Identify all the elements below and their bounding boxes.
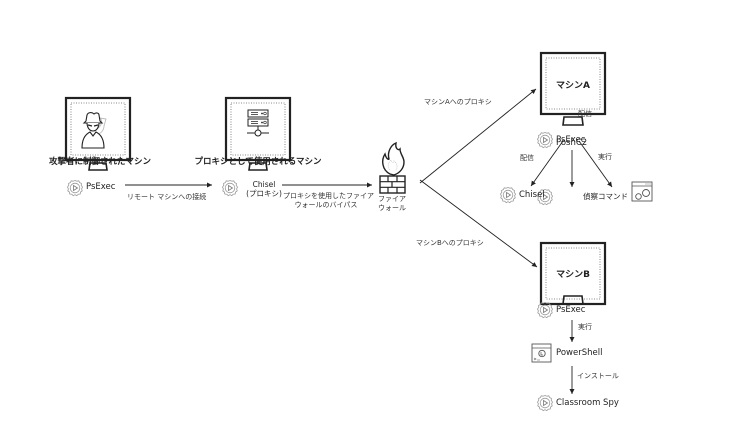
a-psexec-node: PsExec — [556, 135, 586, 145]
edge-label-bypass: プロキシを使用したファイア ウォールのバイパス — [283, 192, 374, 210]
chisel-process-icon — [222, 180, 238, 197]
a-poshc2-node: PoshC2 — [556, 138, 588, 148]
edge-label-remote-connect: リモート マシンへの接続 — [127, 193, 207, 201]
chisel-proxy-node: Chisel (プロキシ) — [240, 180, 288, 198]
firewall-icon — [379, 141, 406, 194]
edge-label-proxy-to-a: マシンAへのプロキシ — [424, 98, 492, 106]
edge-label-a-deliver-poshc2: 配信 — [578, 110, 592, 118]
proxy-machine-title: プロキシとして使用されるマシン — [194, 157, 322, 167]
powershell-window-icon — [531, 343, 552, 363]
edges — [125, 88, 613, 394]
a-psexec-process-icon — [537, 132, 553, 149]
b-classroom-spy-process-icon — [537, 395, 553, 412]
b-psexec-node: PsExec — [556, 305, 586, 315]
hacker-icon — [81, 112, 107, 149]
recon-window-icon — [631, 181, 653, 202]
a-chisel-process-icon — [500, 187, 516, 204]
firewall-label: ファイア ウォール — [372, 195, 412, 213]
machine-b-title: マシンB — [556, 270, 590, 280]
edge-label-b-install: インストール — [577, 372, 619, 380]
attacker-machine-title: 攻撃者に制御されたマシン — [48, 157, 151, 167]
attacker-psexec-node: PsExec — [86, 182, 116, 192]
machine-b-monitor-icon — [539, 241, 607, 306]
edge-proxy-to-a — [419, 88, 537, 184]
edge-label-bypass-line2: ウォールのバイパス — [294, 201, 358, 209]
machine-a-title: マシンA — [556, 81, 590, 91]
edge-a-deliver-chisel — [530, 140, 564, 187]
edge-label-a-execute: 実行 — [598, 153, 612, 161]
edge-a-execute-recon — [578, 140, 613, 188]
b-powershell-node: PowerShell — [556, 348, 603, 358]
proxy-monitor-icon — [224, 96, 292, 171]
chisel-proxy-line2: (プロキシ) — [246, 189, 282, 198]
b-classroom-spy-node: Classroom Spy — [556, 398, 619, 408]
psexec-process-icon — [67, 180, 83, 197]
machine-a-monitor-icon — [539, 51, 607, 126]
firewall-label-line2: ウォール — [378, 204, 406, 212]
edge-label-bypass-line1: プロキシを使用したファイア — [283, 192, 374, 200]
firewall-label-line1: ファイア — [378, 195, 406, 203]
edge-label-b-execute: 実行 — [578, 323, 592, 331]
edge-proxy-to-b — [419, 179, 538, 268]
attacker-monitor-icon — [64, 96, 132, 171]
edge-label-proxy-to-b: マシンBへのプロキシ — [416, 239, 484, 247]
server-icon — [247, 109, 269, 137]
a-chisel-node: Chisel — [519, 190, 545, 200]
chisel-proxy-line1: Chisel — [252, 180, 276, 189]
a-recon-node: 偵察コマンド — [583, 192, 628, 201]
edge-label-a-deliver-chisel: 配信 — [520, 154, 534, 162]
